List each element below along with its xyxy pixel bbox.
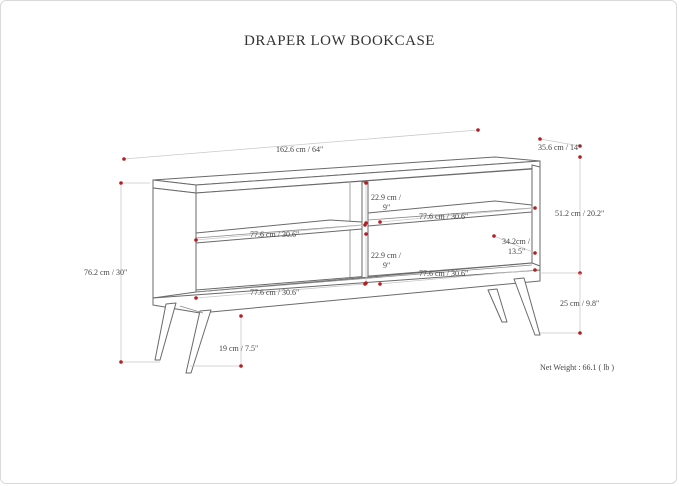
base-height-top-marker bbox=[239, 314, 243, 318]
leg-front-right bbox=[513, 277, 541, 336]
shelf-depth-marker-b bbox=[533, 251, 537, 255]
shelf-upper-left-line bbox=[195, 224, 366, 241]
upper-gap-label-2: 9" bbox=[383, 203, 390, 212]
leg-joint-left bbox=[179, 305, 204, 314]
cabinet-height-top-marker bbox=[578, 155, 582, 159]
shelf-depth-marker-a bbox=[492, 234, 496, 238]
shelf-lower-right-label: 77.6 cm / 30.6" bbox=[419, 269, 468, 278]
upper-gap-top-marker bbox=[364, 181, 368, 185]
leg-height-label: 25 cm / 9.8" bbox=[560, 299, 599, 308]
shelf-upper-right-marker-b bbox=[533, 206, 537, 210]
bottom-shelf-edge bbox=[195, 264, 533, 293]
lower-gap-bottom-marker bbox=[364, 281, 368, 285]
base-height-label: 19 cm / 7.5" bbox=[219, 344, 258, 353]
depth-end-marker bbox=[578, 144, 582, 148]
shelf-depth-line bbox=[493, 235, 536, 254]
dimension-annotations: 162.6 cm / 64" 35.6 cm / 14" 76.2 cm / 3… bbox=[84, 128, 604, 368]
width-line bbox=[123, 129, 479, 160]
bookcase-illustration bbox=[152, 156, 541, 374]
shelf-upper-left-marker-a bbox=[194, 238, 198, 242]
cabinet-height-label: 51.2 cm / 20.2" bbox=[555, 209, 604, 218]
total-height-label: 76.2 cm / 30" bbox=[84, 268, 127, 277]
width-end-marker bbox=[476, 128, 480, 132]
shelf-upper-left-label: 77.6 cm / 30.6" bbox=[250, 230, 299, 239]
total-width-label: 162.6 cm / 64" bbox=[276, 145, 323, 154]
depth-start-marker bbox=[538, 137, 542, 141]
net-weight-label: Net Weight : 66.1 ( lb ) bbox=[540, 363, 615, 372]
leg-height-bottom-marker bbox=[578, 331, 582, 335]
shelf-upper-right-line bbox=[379, 207, 536, 223]
shelf-upper-right-edge bbox=[367, 207, 533, 221]
product-title: DRAPER LOW BOOKCASE bbox=[244, 33, 435, 49]
base-apron bbox=[152, 269, 541, 314]
shelf-lower-left-marker-a bbox=[194, 296, 198, 300]
upper-gap-label-1: 22.9 cm / bbox=[371, 193, 402, 202]
leg-back-right bbox=[487, 288, 508, 323]
leg-back-left bbox=[154, 302, 177, 361]
lower-gap-label-2: 9" bbox=[383, 261, 390, 270]
lower-gap-label-1: 22.9 cm / bbox=[371, 251, 402, 260]
center-divider bbox=[361, 181, 369, 293]
base-height-bottom-marker bbox=[239, 364, 243, 368]
total-height-top-marker bbox=[119, 181, 123, 185]
shelf-upper-left-edge bbox=[195, 224, 363, 239]
shelf-upper-right-label: 77.6 cm / 30.6" bbox=[419, 212, 468, 221]
shelf-lower-right-line bbox=[379, 269, 536, 285]
lower-gap-top-marker bbox=[364, 232, 368, 236]
shelf-lower-right-marker-b bbox=[533, 268, 537, 272]
width-start-marker bbox=[122, 157, 126, 161]
left-side-panel bbox=[152, 187, 197, 304]
shelf-lower-left-line bbox=[195, 283, 366, 299]
upper-gap-bottom-marker bbox=[364, 221, 368, 225]
depth-line bbox=[539, 138, 581, 147]
leg-front-left bbox=[185, 309, 212, 374]
shelf-depth-label-1: 34.2cm / bbox=[502, 237, 531, 246]
depth-label: 35.6 cm / 14" bbox=[538, 143, 581, 152]
total-height-bottom-marker bbox=[119, 360, 123, 364]
shelf-lower-right-marker-a bbox=[378, 282, 382, 286]
shelf-upper-right-marker-a bbox=[378, 220, 382, 224]
shelf-lower-left-label: 77.6 cm / 30.6" bbox=[250, 288, 299, 297]
shelf-depth-label-2: 13.5" bbox=[508, 247, 525, 256]
